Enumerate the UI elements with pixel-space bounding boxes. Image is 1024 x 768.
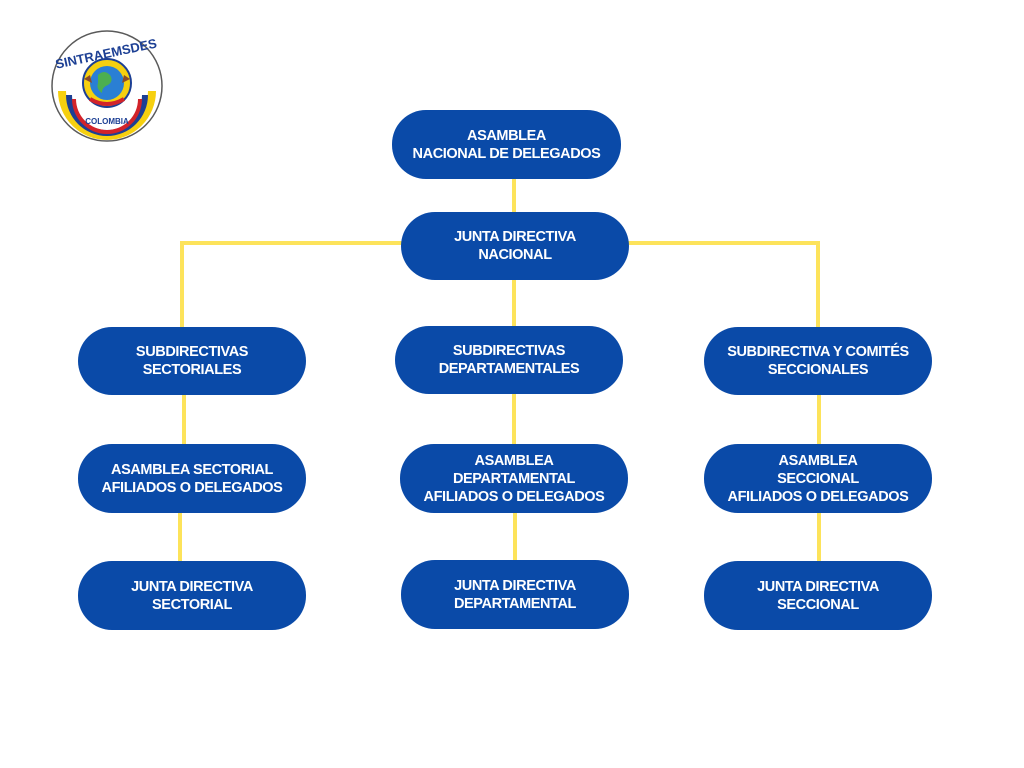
node-asamblea-sectorial: ASAMBLEA SECTORIAL AFILIADOS O DELEGADOS	[78, 444, 306, 513]
node-subdirectivas-departamentales: SUBDIRECTIVAS DEPARTAMENTALES	[395, 326, 623, 394]
sintraemsdes-logo: SINTRAEMSDES COLOMBIA	[51, 30, 163, 142]
logo-text-bottom: COLOMBIA	[85, 117, 129, 126]
node-asamblea-departamental: ASAMBLEA DEPARTAMENTAL AFILIADOS O DELEG…	[400, 444, 628, 513]
node-asamblea-nacional: ASAMBLEA NACIONAL DE DELEGADOS	[392, 110, 621, 179]
node-subdirectivas-sectoriales: SUBDIRECTIVAS SECTORIALES	[78, 327, 306, 395]
node-junta-directiva-sectorial: JUNTA DIRECTIVA SECTORIAL	[78, 561, 306, 630]
node-junta-directiva-seccional: JUNTA DIRECTIVA SECCIONAL	[704, 561, 932, 630]
node-junta-directiva-nacional: JUNTA DIRECTIVA NACIONAL	[401, 212, 629, 280]
node-subdirectiva-comites-seccionales: SUBDIRECTIVA Y COMITÉS SECCIONALES	[704, 327, 932, 395]
node-junta-directiva-departamental: JUNTA DIRECTIVA DEPARTAMENTAL	[401, 560, 629, 629]
node-asamblea-seccional: ASAMBLEA SECCIONAL AFILIADOS O DELEGADOS	[704, 444, 932, 513]
